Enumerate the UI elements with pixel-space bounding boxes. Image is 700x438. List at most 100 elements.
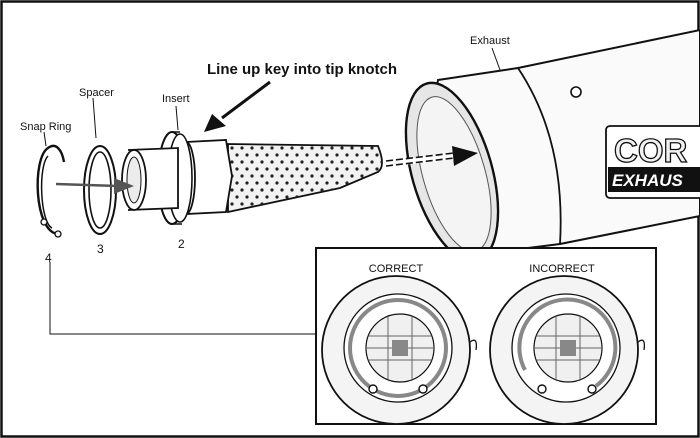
perforation-dot <box>315 153 319 157</box>
brand-text-bottom: EXHAUS <box>612 171 684 190</box>
perforation-dot <box>355 209 359 212</box>
perforation-dot <box>340 188 344 192</box>
perforation-dot <box>340 146 344 150</box>
perforation-dot <box>285 153 289 157</box>
correct-label: CORRECT <box>369 263 424 275</box>
perforation-dot <box>240 202 244 206</box>
incorrect-label: INCORRECT <box>529 263 595 275</box>
incorrect-example <box>489 275 646 425</box>
perforation-dot <box>290 160 294 164</box>
perforation-dot <box>275 195 279 199</box>
perforation-dot <box>325 209 329 212</box>
perforation-dot <box>345 195 349 199</box>
perforation-dot <box>335 209 339 212</box>
spacer-number: 3 <box>97 242 104 256</box>
perforation-dot <box>370 146 374 150</box>
perforation-dot <box>245 153 249 157</box>
perforation-dot <box>290 202 294 206</box>
perforation-dot <box>380 174 382 178</box>
correct-example <box>321 275 478 425</box>
label-leaders <box>43 47 501 147</box>
perforation-dot <box>365 167 369 171</box>
perforation-dot <box>340 174 344 178</box>
perforation-dot <box>325 167 329 171</box>
perforation-dot <box>310 202 314 206</box>
perforation-dot <box>375 153 379 157</box>
perforation-dot <box>295 181 299 185</box>
perforation-dot <box>305 153 309 157</box>
perforation-dot <box>365 153 369 157</box>
perforation-dot <box>360 188 364 192</box>
perforation-dot <box>365 195 369 199</box>
perforation-dot <box>240 160 244 164</box>
perforation-dot <box>315 209 319 212</box>
perforation-dot <box>255 153 259 157</box>
snap-ring-part <box>36 144 66 238</box>
perforation-dot <box>265 167 269 171</box>
perforation-dot <box>370 160 374 164</box>
perforation-dot <box>250 160 254 164</box>
perforation-dot <box>290 174 294 178</box>
perforation-dot <box>330 174 334 178</box>
perforation-dot <box>300 188 304 192</box>
perforation-dot <box>270 160 274 164</box>
perforation-dot <box>345 181 349 185</box>
perforation-dot <box>300 146 304 150</box>
perforation-dot <box>315 181 319 185</box>
perforation-dot <box>305 167 309 171</box>
exhaust-canister: COR EXHAUS <box>404 28 700 263</box>
perforation-dot <box>255 195 259 199</box>
perforation-dot <box>270 174 274 178</box>
perforation-dot <box>335 167 339 171</box>
perforation-dot <box>350 160 354 164</box>
mount-hole <box>570 86 582 98</box>
perforation-dot <box>265 181 269 185</box>
callout-pointer <box>204 80 271 132</box>
perforation-dot <box>235 195 239 199</box>
perforation-dot <box>315 195 319 199</box>
perforation-dot <box>260 174 264 178</box>
perforation-dot <box>270 188 274 192</box>
perforation-dot <box>230 202 234 206</box>
brand-bar <box>608 167 700 192</box>
perforation-dot <box>280 146 284 150</box>
perforation-dot <box>230 160 234 164</box>
perforation-dot <box>330 160 334 164</box>
brand-text-top: COR <box>614 132 688 169</box>
perforation-dot <box>310 146 314 150</box>
perforation-dot <box>340 160 344 164</box>
perforation-dot <box>350 174 354 178</box>
snap-ring-number: 4 <box>45 251 52 265</box>
perforation-dot <box>255 209 259 212</box>
perforation-dot <box>235 167 239 171</box>
perforation-dot <box>365 209 369 212</box>
perforation-dot <box>280 160 284 164</box>
perforation-dot <box>285 195 289 199</box>
assembly-arrow <box>55 178 134 194</box>
perforation-dot <box>325 153 329 157</box>
perforation-dot <box>320 160 324 164</box>
perforation-dot <box>250 202 254 206</box>
perforation-dot <box>375 167 379 171</box>
perforation-dot <box>255 167 259 171</box>
perforation-dot <box>375 195 379 199</box>
insert-label: Insert <box>162 93 190 105</box>
perforation-dot <box>375 209 379 212</box>
perforation-dot <box>285 181 289 185</box>
perforation-dot <box>250 174 254 178</box>
perforation-dot <box>320 202 324 206</box>
perforation-dot <box>370 188 374 192</box>
perforation-dot <box>370 202 374 206</box>
perforation-dot <box>380 146 382 150</box>
perforation-dot <box>245 167 249 171</box>
perforation-dot <box>255 181 259 185</box>
perforation-dot <box>265 209 269 212</box>
perforated-tip <box>227 143 383 214</box>
perforation-dot <box>290 188 294 192</box>
perforation-dot <box>305 209 309 212</box>
perforation-dot <box>380 188 382 192</box>
perforation-dot <box>290 146 294 150</box>
perforation-dot <box>375 181 379 185</box>
